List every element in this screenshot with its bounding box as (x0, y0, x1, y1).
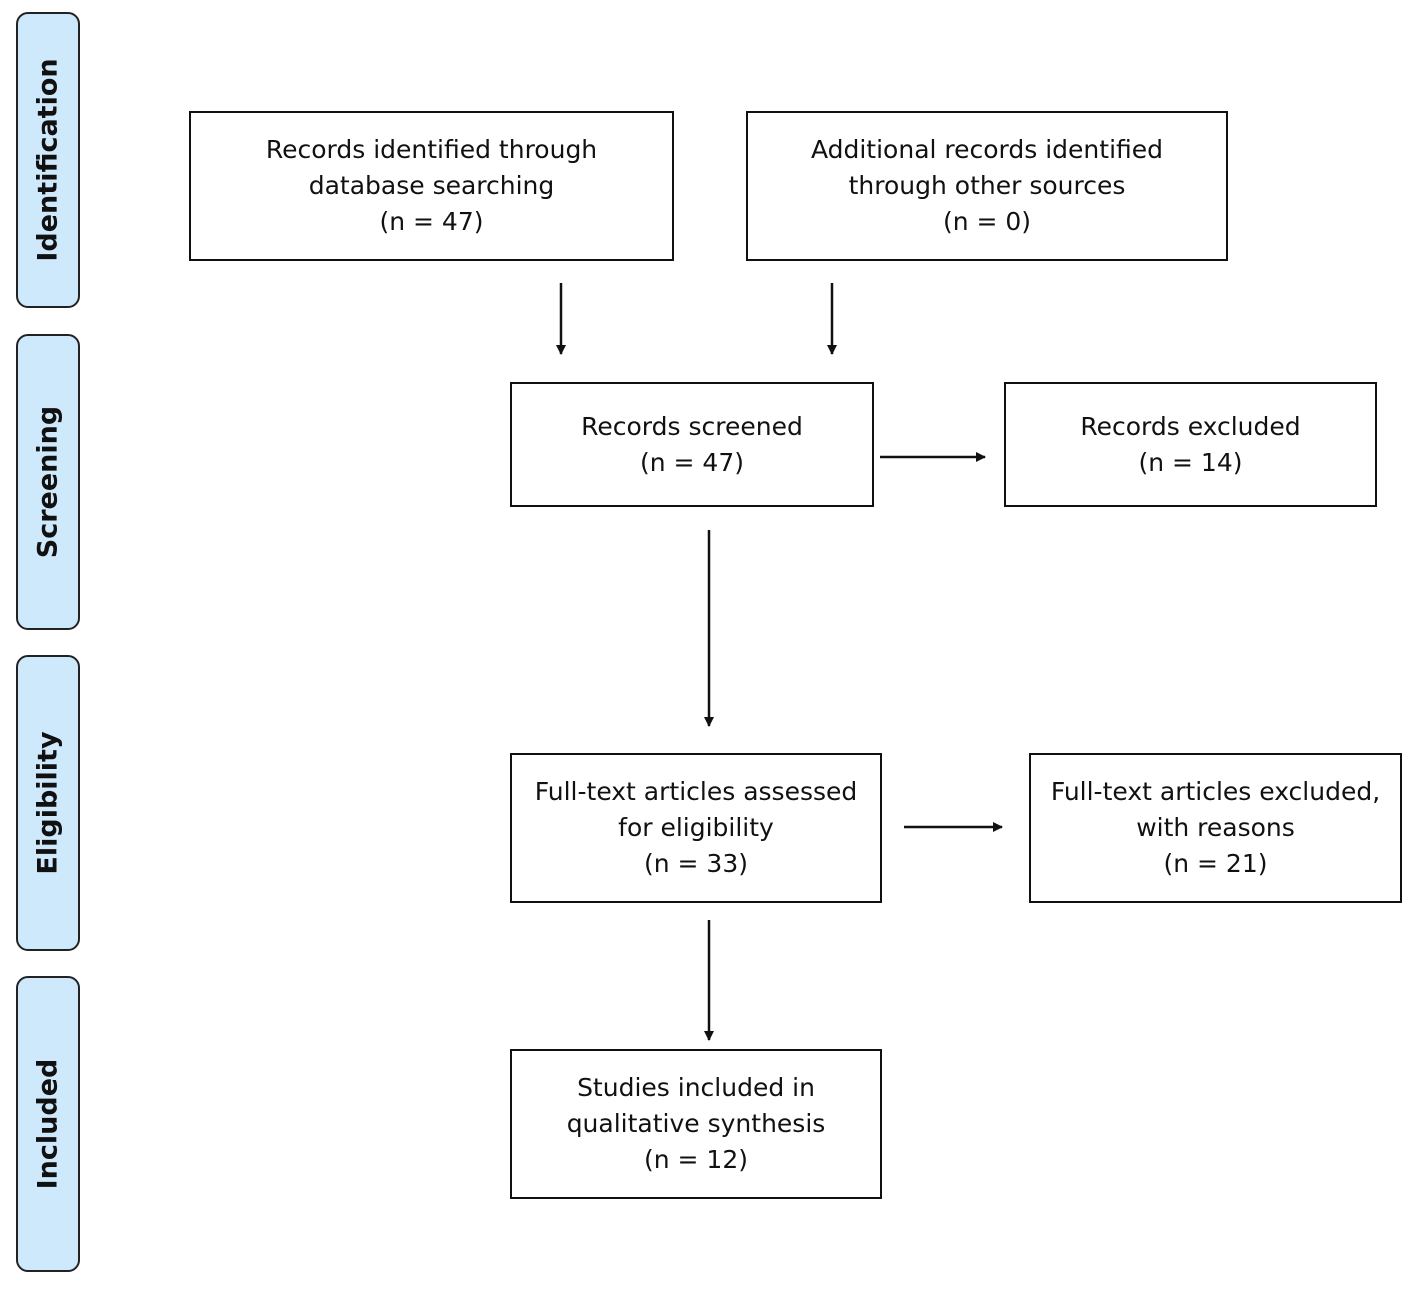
box-text-line: Full-text articles assessed (534, 777, 858, 806)
box-fulltext-assessed: Full-text articles assessed for eligibil… (510, 753, 882, 903)
box-text-line: with reasons (1136, 813, 1295, 842)
stage-screening: Screening (16, 334, 80, 630)
box-count: (n = 21) (1163, 849, 1268, 878)
box-text-line: qualitative synthesis (566, 1109, 826, 1138)
box-fulltext-excluded: Full-text articles excluded, with reason… (1029, 753, 1402, 903)
box-text-line: through other sources (848, 171, 1126, 200)
box-studies-included: Studies included in qualitative synthesi… (510, 1049, 882, 1199)
box-text-line: Records identified through (265, 135, 598, 164)
box-text-line: database searching (308, 171, 555, 200)
box-text-line: Records excluded (1080, 411, 1301, 441)
box-text-line: Additional records identified (810, 135, 1164, 164)
box-text-line: Full-text articles excluded, (1050, 777, 1381, 806)
box-count: (n = 47) (379, 207, 484, 236)
stage-included: Included (16, 976, 80, 1272)
box-text-line: Records screened (581, 411, 803, 441)
box-count: (n = 12) (643, 1145, 748, 1174)
box-count: (n = 14) (1138, 447, 1243, 477)
box-text-line: for eligibility (618, 813, 774, 842)
box-records-excluded: Records excluded (n = 14) (1004, 382, 1377, 507)
box-text-line: Studies included in (577, 1073, 815, 1102)
box-other-records: Additional records identified through ot… (746, 111, 1228, 261)
box-records-screened: Records screened (n = 47) (510, 382, 874, 507)
box-count: (n = 33) (643, 849, 748, 878)
stage-identification: Identification (16, 12, 80, 308)
box-database-records: Records identified through database sear… (189, 111, 674, 261)
box-count: (n = 47) (639, 447, 744, 477)
stage-eligibility: Eligibility (16, 655, 80, 951)
box-count: (n = 0) (942, 207, 1032, 236)
